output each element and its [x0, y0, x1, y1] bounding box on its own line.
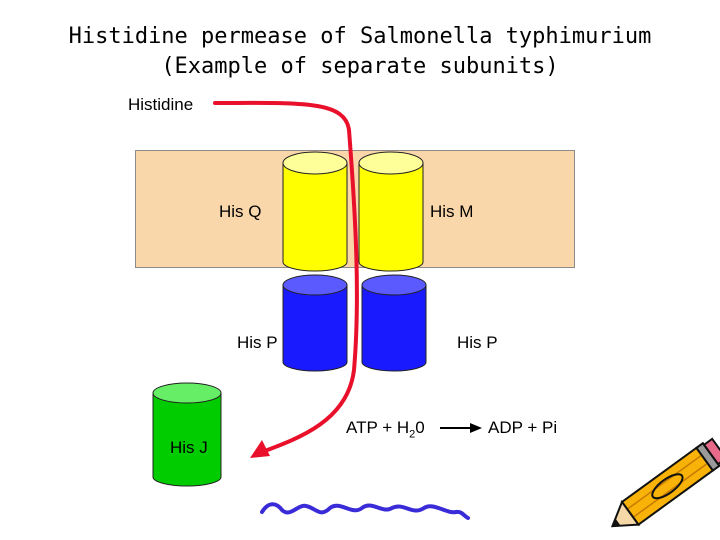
his-p-left-cylinder [282, 274, 348, 372]
diagram-title-line2: (Example of separate subunits) [161, 54, 559, 79]
histidine-label: Histidine [128, 95, 194, 114]
his-q-cylinder [282, 151, 348, 272]
his-j-label: His J [170, 438, 208, 457]
diagram-title-line1: Histidine permease of Salmonella typhimu… [68, 24, 652, 49]
wavy-squiggle-decoration [260, 502, 470, 520]
his-m-label: His M [430, 202, 474, 221]
reaction-reactants: ATP + H20 [346, 418, 425, 440]
reaction-products: ADP + Pi [488, 418, 558, 437]
his-p-left-label: His P [237, 333, 278, 352]
his-p-right-label: His P [457, 333, 498, 352]
histidine-pathway-arrow [213, 100, 359, 458]
his-p-right-cylinder [361, 274, 427, 372]
reactants-suffix: 0 [415, 418, 425, 437]
reactants-text: ATP + H [346, 418, 410, 437]
water-subscript: 2 [409, 428, 416, 441]
his-q-label: His Q [219, 202, 262, 221]
his-j-cylinder [152, 382, 222, 487]
his-m-cylinder [358, 151, 424, 272]
reaction-arrow [440, 423, 482, 433]
pencil-clipart-icon [610, 437, 720, 528]
